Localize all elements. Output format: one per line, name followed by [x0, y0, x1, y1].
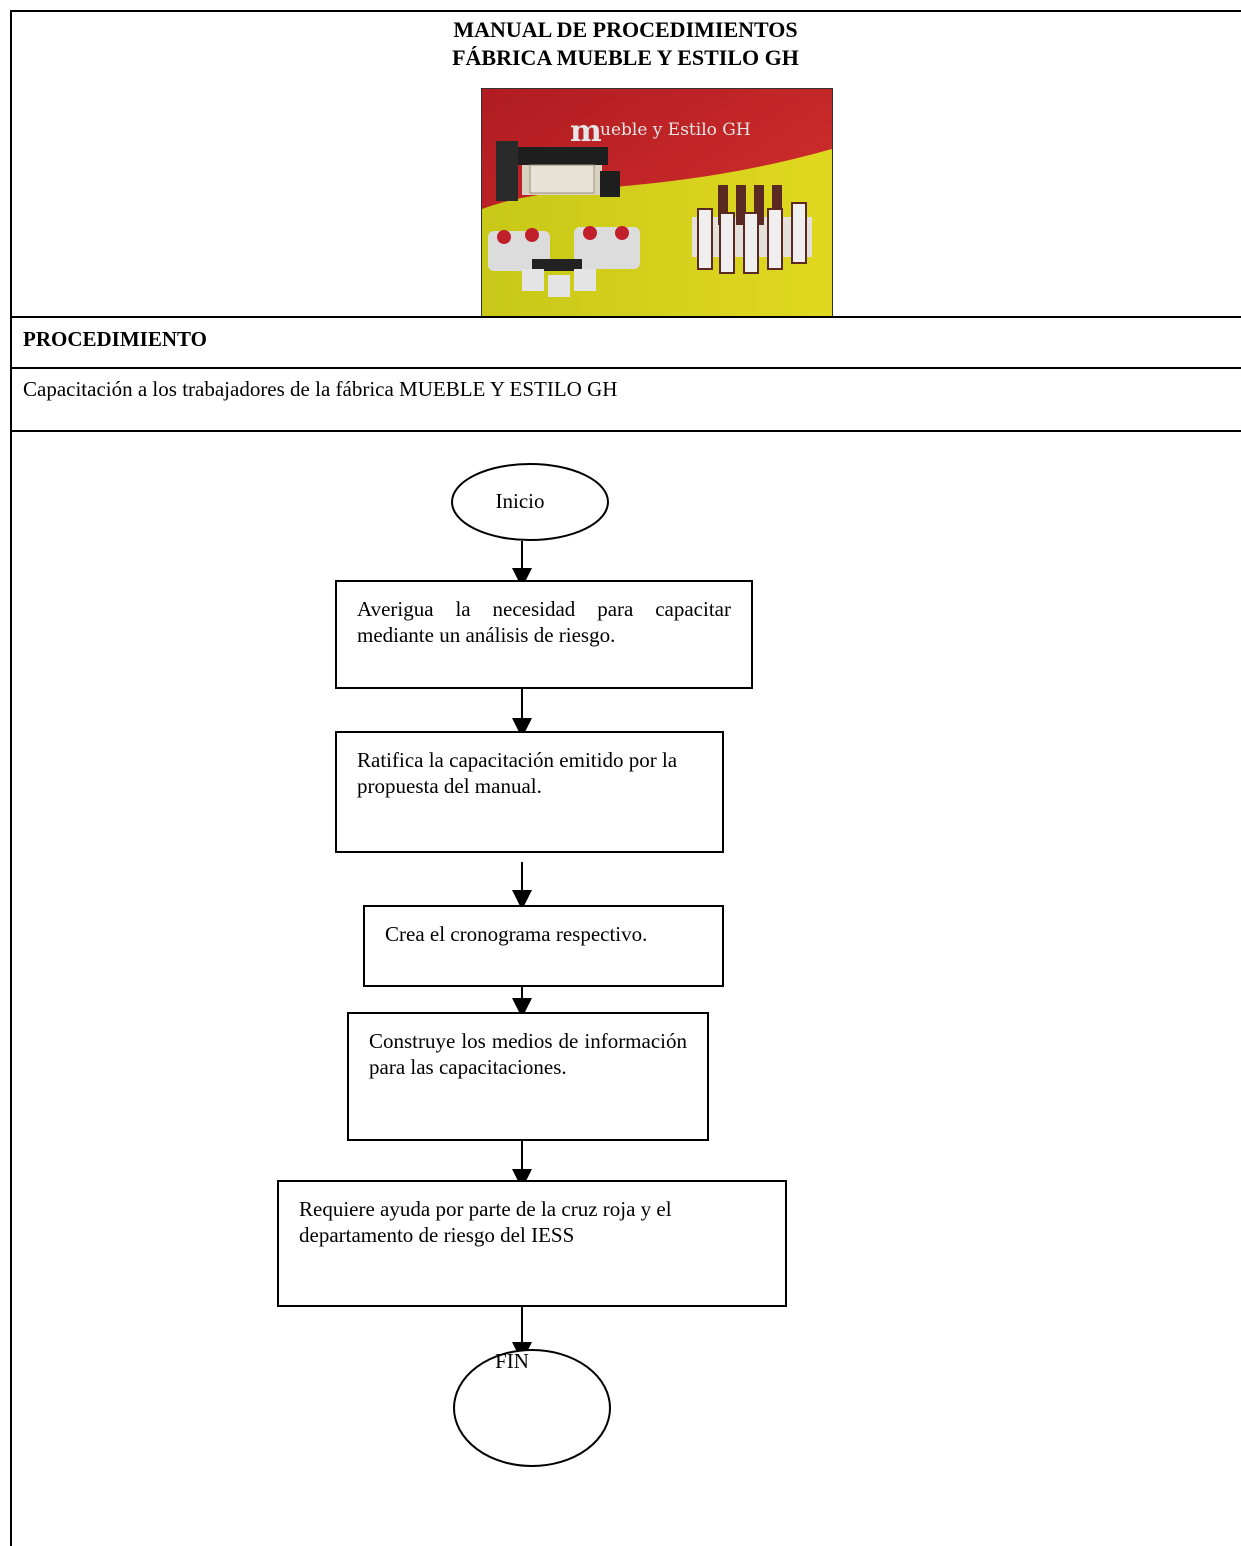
svg-text:m: m: [570, 114, 602, 149]
flow-step-text: Requiere ayuda por parte de la cruz roja…: [299, 1197, 672, 1247]
document-frame: [10, 10, 1241, 1546]
end-label: FIN: [495, 1349, 529, 1373]
company-logo-image: m ueble y Estilo GH: [481, 88, 833, 318]
flow-step-3: Crea el cronograma respectivo.: [363, 905, 724, 987]
procedure-description: Capacitación a los trabajadores de la fá…: [23, 377, 618, 401]
flow-step-2: Ratifica la capacitación emitido por la …: [335, 731, 724, 853]
flow-step-text: Averigua la necesidad para capacitar med…: [357, 597, 731, 647]
flow-step-1: Averigua la necesidad para capacitar med…: [335, 580, 753, 689]
start-label: Inicio: [495, 489, 545, 513]
divider-line: [10, 430, 1241, 432]
divider-line: [10, 316, 1241, 318]
flow-step-5: Requiere ayuda por parte de la cruz roja…: [277, 1180, 787, 1307]
document-title-line-1: MANUAL DE PROCEDIMIENTOS: [453, 17, 798, 42]
section-heading: PROCEDIMIENTO: [23, 327, 207, 351]
flow-step-text: Crea el cronograma respectivo.: [385, 922, 648, 946]
divider-line: [10, 367, 1241, 369]
start-terminal: [451, 463, 609, 541]
end-terminal: [453, 1349, 611, 1467]
flow-step-4: Construye los medios de información para…: [347, 1012, 709, 1141]
svg-text:ueble y Estilo GH: ueble y Estilo GH: [600, 120, 751, 140]
flow-step-text: Construye los medios de información para…: [369, 1029, 687, 1079]
flow-step-text: Ratifica la capacitación emitido por la …: [357, 748, 678, 798]
document-title-line-2: FÁBRICA MUEBLE Y ESTILO GH: [452, 45, 799, 70]
